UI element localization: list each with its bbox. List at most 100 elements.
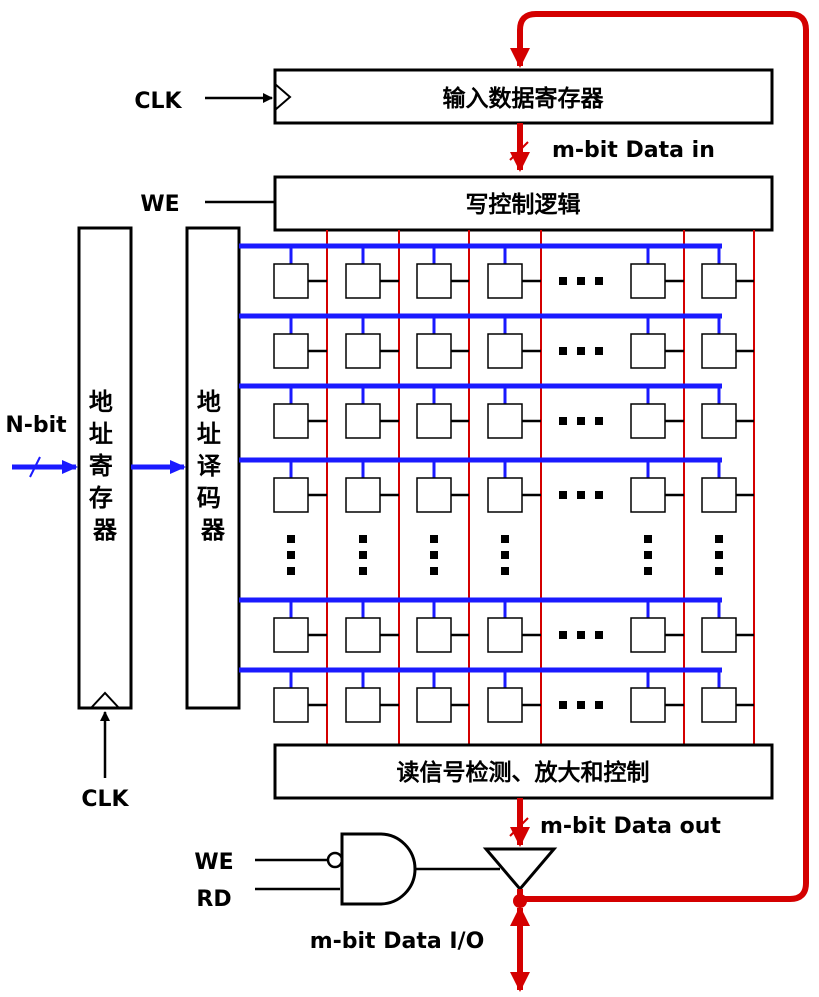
memory-cell [630, 687, 666, 723]
write-control-logic [273, 175, 774, 232]
we-top-label: WE [140, 192, 179, 217]
ellipsis-icon [559, 347, 567, 355]
ellipsis-icon [430, 567, 438, 575]
memory-cell [273, 403, 309, 439]
memory-cell [701, 617, 737, 653]
address-decoder [185, 226, 241, 710]
memory-cell [273, 333, 309, 369]
bus-width-slash [509, 817, 529, 837]
inversion-bubble [326, 851, 344, 869]
memory-cell [630, 617, 666, 653]
data-out-label: m-bit Data out [540, 814, 721, 839]
ellipsis-icon [287, 567, 295, 575]
ellipsis-icon [577, 491, 585, 499]
n-bit-label: N-bit [5, 413, 67, 438]
ellipsis-icon [715, 551, 723, 559]
memory-cell [345, 617, 381, 653]
read-sense-block [273, 743, 774, 800]
write-control-label: 写控制逻辑 [466, 191, 581, 218]
memory-cell [487, 477, 523, 513]
memory-cell [487, 403, 523, 439]
ellipsis-icon [577, 277, 585, 285]
clk-bottom-label: CLK [81, 787, 129, 812]
memory-cell [273, 263, 309, 299]
ellipsis-icon [715, 567, 723, 575]
memory-cell [630, 263, 666, 299]
ellipsis-icon [287, 551, 295, 559]
memory-cell [416, 403, 452, 439]
ellipsis-icon [559, 417, 567, 425]
data-feedback-bus [510, 11, 809, 902]
ellipsis-icon [595, 277, 603, 285]
memory-cell [487, 333, 523, 369]
ellipsis-icon [577, 417, 585, 425]
clk-top-label: CLK [134, 89, 182, 114]
ellipsis-icon [577, 631, 585, 639]
ellipsis-icon [595, 347, 603, 355]
memory-cell [345, 403, 381, 439]
read-sense-label: 读信号检测、放大和控制 [397, 759, 650, 786]
memory-cell-array [239, 230, 755, 745]
ellipsis-icon [501, 551, 509, 559]
memory-cell [416, 477, 452, 513]
ellipsis-icon [644, 551, 652, 559]
memory-cell [416, 617, 452, 653]
ellipsis-icon [644, 535, 652, 543]
memory-cell [487, 263, 523, 299]
junction-dot [513, 894, 527, 908]
memory-cell [273, 687, 309, 723]
bus-width-slash [29, 456, 41, 478]
memory-cell [416, 263, 452, 299]
ellipsis-icon [559, 631, 567, 639]
input-data-register-label: 输入数据寄存器 [443, 85, 605, 112]
ellipsis-icon [559, 277, 567, 285]
data-io-label: m-bit Data I/O [310, 929, 485, 954]
memory-cell [345, 687, 381, 723]
bus-width-slash [509, 141, 529, 161]
address-decoder-label: 地 址 译 码 器 [197, 388, 229, 544]
ellipsis-icon [501, 535, 509, 543]
memory-cell [273, 617, 309, 653]
ellipsis-icon [287, 535, 295, 543]
ellipsis-icon [359, 535, 367, 543]
ellipsis-icon [577, 701, 585, 709]
memory-cell [487, 617, 523, 653]
ellipsis-icon [595, 491, 603, 499]
memory-cell [345, 477, 381, 513]
ellipsis-icon [577, 347, 585, 355]
data-in-label: m-bit Data in [552, 138, 715, 163]
ellipsis-icon [430, 535, 438, 543]
ellipsis-icon [595, 417, 603, 425]
input-data-register [273, 68, 774, 125]
ellipsis-icon [359, 551, 367, 559]
ellipsis-icon [359, 567, 367, 575]
memory-cell [701, 333, 737, 369]
tri-state-buffer-icon [482, 847, 558, 892]
ellipsis-icon [501, 567, 509, 575]
ellipsis-icon [559, 701, 567, 709]
memory-cell [273, 477, 309, 513]
memory-cell [345, 263, 381, 299]
ellipsis-icon [595, 631, 603, 639]
memory-cell [416, 687, 452, 723]
memory-cell [630, 477, 666, 513]
nand-gate-icon [340, 832, 417, 906]
ellipsis-icon [595, 701, 603, 709]
memory-cell [416, 333, 452, 369]
ellipsis-icon [644, 567, 652, 575]
ellipsis-icon [559, 491, 567, 499]
memory-cell [701, 477, 737, 513]
ellipsis-icon [715, 535, 723, 543]
clock-edge-icon [274, 83, 292, 111]
address-register-label: 地 址 寄 存 器 [89, 388, 121, 544]
clock-edge-icon [90, 691, 120, 709]
memory-cell [701, 687, 737, 723]
memory-cell [630, 333, 666, 369]
memory-cell [701, 263, 737, 299]
rd-label: RD [196, 887, 231, 912]
memory-cell [487, 687, 523, 723]
memory-cell [701, 403, 737, 439]
we-bottom-label: WE [194, 850, 233, 875]
memory-cell [345, 333, 381, 369]
